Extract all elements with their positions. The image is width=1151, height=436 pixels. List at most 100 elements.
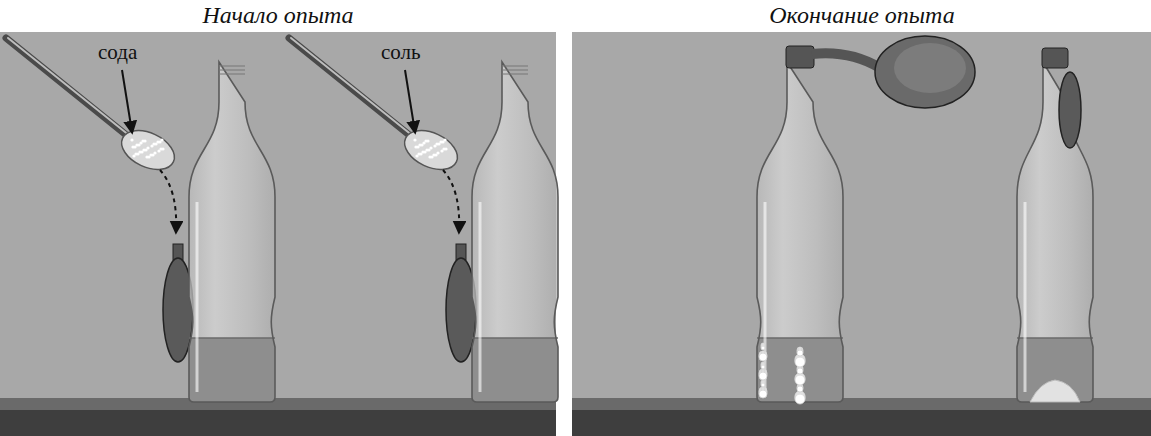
bubble: [797, 386, 803, 392]
bubble: [797, 385, 803, 391]
powder: [145, 155, 148, 158]
thread: [219, 70, 245, 71]
balloon-neck: [1042, 48, 1068, 68]
powder: [429, 146, 432, 149]
powder: [414, 145, 417, 148]
bubble: [797, 368, 803, 374]
glare: [479, 202, 482, 392]
shelf-front: [0, 410, 556, 436]
panel-heading: Окончание опыта: [769, 2, 954, 29]
bottle: [1017, 62, 1093, 402]
liquid-surface: [189, 337, 275, 339]
powder: [131, 145, 134, 148]
powder: [417, 152, 420, 155]
bottle: [472, 62, 558, 402]
bubble: [761, 383, 765, 387]
powder: [418, 143, 421, 146]
leader-arrow: [405, 70, 415, 132]
bubble: [797, 349, 803, 355]
bubble: [761, 382, 765, 386]
bottle-glass: [1017, 62, 1093, 402]
balloon-shine: [894, 43, 966, 93]
bottle-outline: [757, 62, 843, 402]
powder: [425, 148, 428, 151]
powder: [153, 151, 156, 154]
bubble: [761, 365, 765, 369]
bubble: [759, 353, 767, 361]
balloon-body: [875, 36, 975, 108]
powder: [421, 150, 424, 153]
powder: [159, 147, 162, 150]
bottle-outline: [1017, 62, 1093, 402]
powder: [134, 152, 137, 155]
balloon-body: [1059, 72, 1081, 148]
liquid: [472, 338, 558, 402]
bottle-glass: [757, 62, 843, 402]
shelf-front: [572, 410, 1151, 436]
inflated-balloon: [786, 36, 975, 108]
bubble: [761, 346, 765, 350]
liquid: [189, 338, 275, 402]
powder: [436, 151, 439, 154]
spoon-bowl: [115, 123, 180, 177]
balloon-throat: [812, 53, 880, 68]
powder: [428, 155, 431, 158]
bubble: [759, 390, 767, 398]
powder: [160, 138, 163, 141]
bottle-outline: [189, 62, 275, 402]
powder: [142, 148, 145, 151]
bubble: [759, 352, 767, 360]
pour-arrow: [160, 170, 176, 232]
bubble: [761, 364, 765, 368]
leader-arrow: [122, 70, 132, 132]
glare: [1024, 202, 1027, 392]
thread: [502, 66, 528, 67]
spoon: [289, 38, 464, 232]
thread: [219, 74, 245, 75]
thread: [219, 66, 245, 67]
bubble: [759, 372, 767, 380]
liquid: [757, 338, 843, 402]
powder: [135, 143, 138, 146]
bubble: [795, 394, 805, 404]
bottle-outline: [472, 62, 558, 402]
bottle: [757, 62, 843, 404]
powder: [435, 142, 438, 145]
bottle-glass: [472, 62, 558, 402]
liquid-surface: [1017, 337, 1093, 339]
bubble: [795, 374, 805, 384]
powder: [156, 140, 159, 143]
bubble: [797, 350, 803, 356]
salt-pile: [1030, 380, 1080, 402]
bubble: [797, 367, 803, 373]
powder: [439, 140, 442, 143]
glare: [196, 202, 199, 392]
powder: [146, 146, 149, 149]
liquid-surface: [472, 337, 558, 339]
powder: [130, 138, 133, 141]
powder: [138, 150, 141, 153]
spoon-bowl: [398, 123, 463, 177]
pour-arrow: [443, 170, 459, 232]
powder: [443, 138, 446, 141]
thread: [502, 70, 528, 71]
powder: [141, 139, 144, 142]
bubble: [759, 371, 767, 379]
powder: [432, 153, 435, 156]
bubble: [795, 357, 805, 367]
bubble: [795, 356, 805, 366]
substance-label: соль: [381, 40, 421, 65]
bottle-glass: [189, 62, 275, 402]
powder: [413, 138, 416, 141]
bubble: [761, 345, 765, 349]
spoon: [6, 38, 181, 232]
bubble: [795, 375, 805, 385]
panel-end: [572, 32, 1151, 436]
powder: [442, 147, 445, 150]
deflated-balloon: [1030, 48, 1081, 402]
panel-heading: Начало опыта: [202, 2, 353, 29]
powder: [152, 142, 155, 145]
balloon-neck: [786, 46, 814, 68]
